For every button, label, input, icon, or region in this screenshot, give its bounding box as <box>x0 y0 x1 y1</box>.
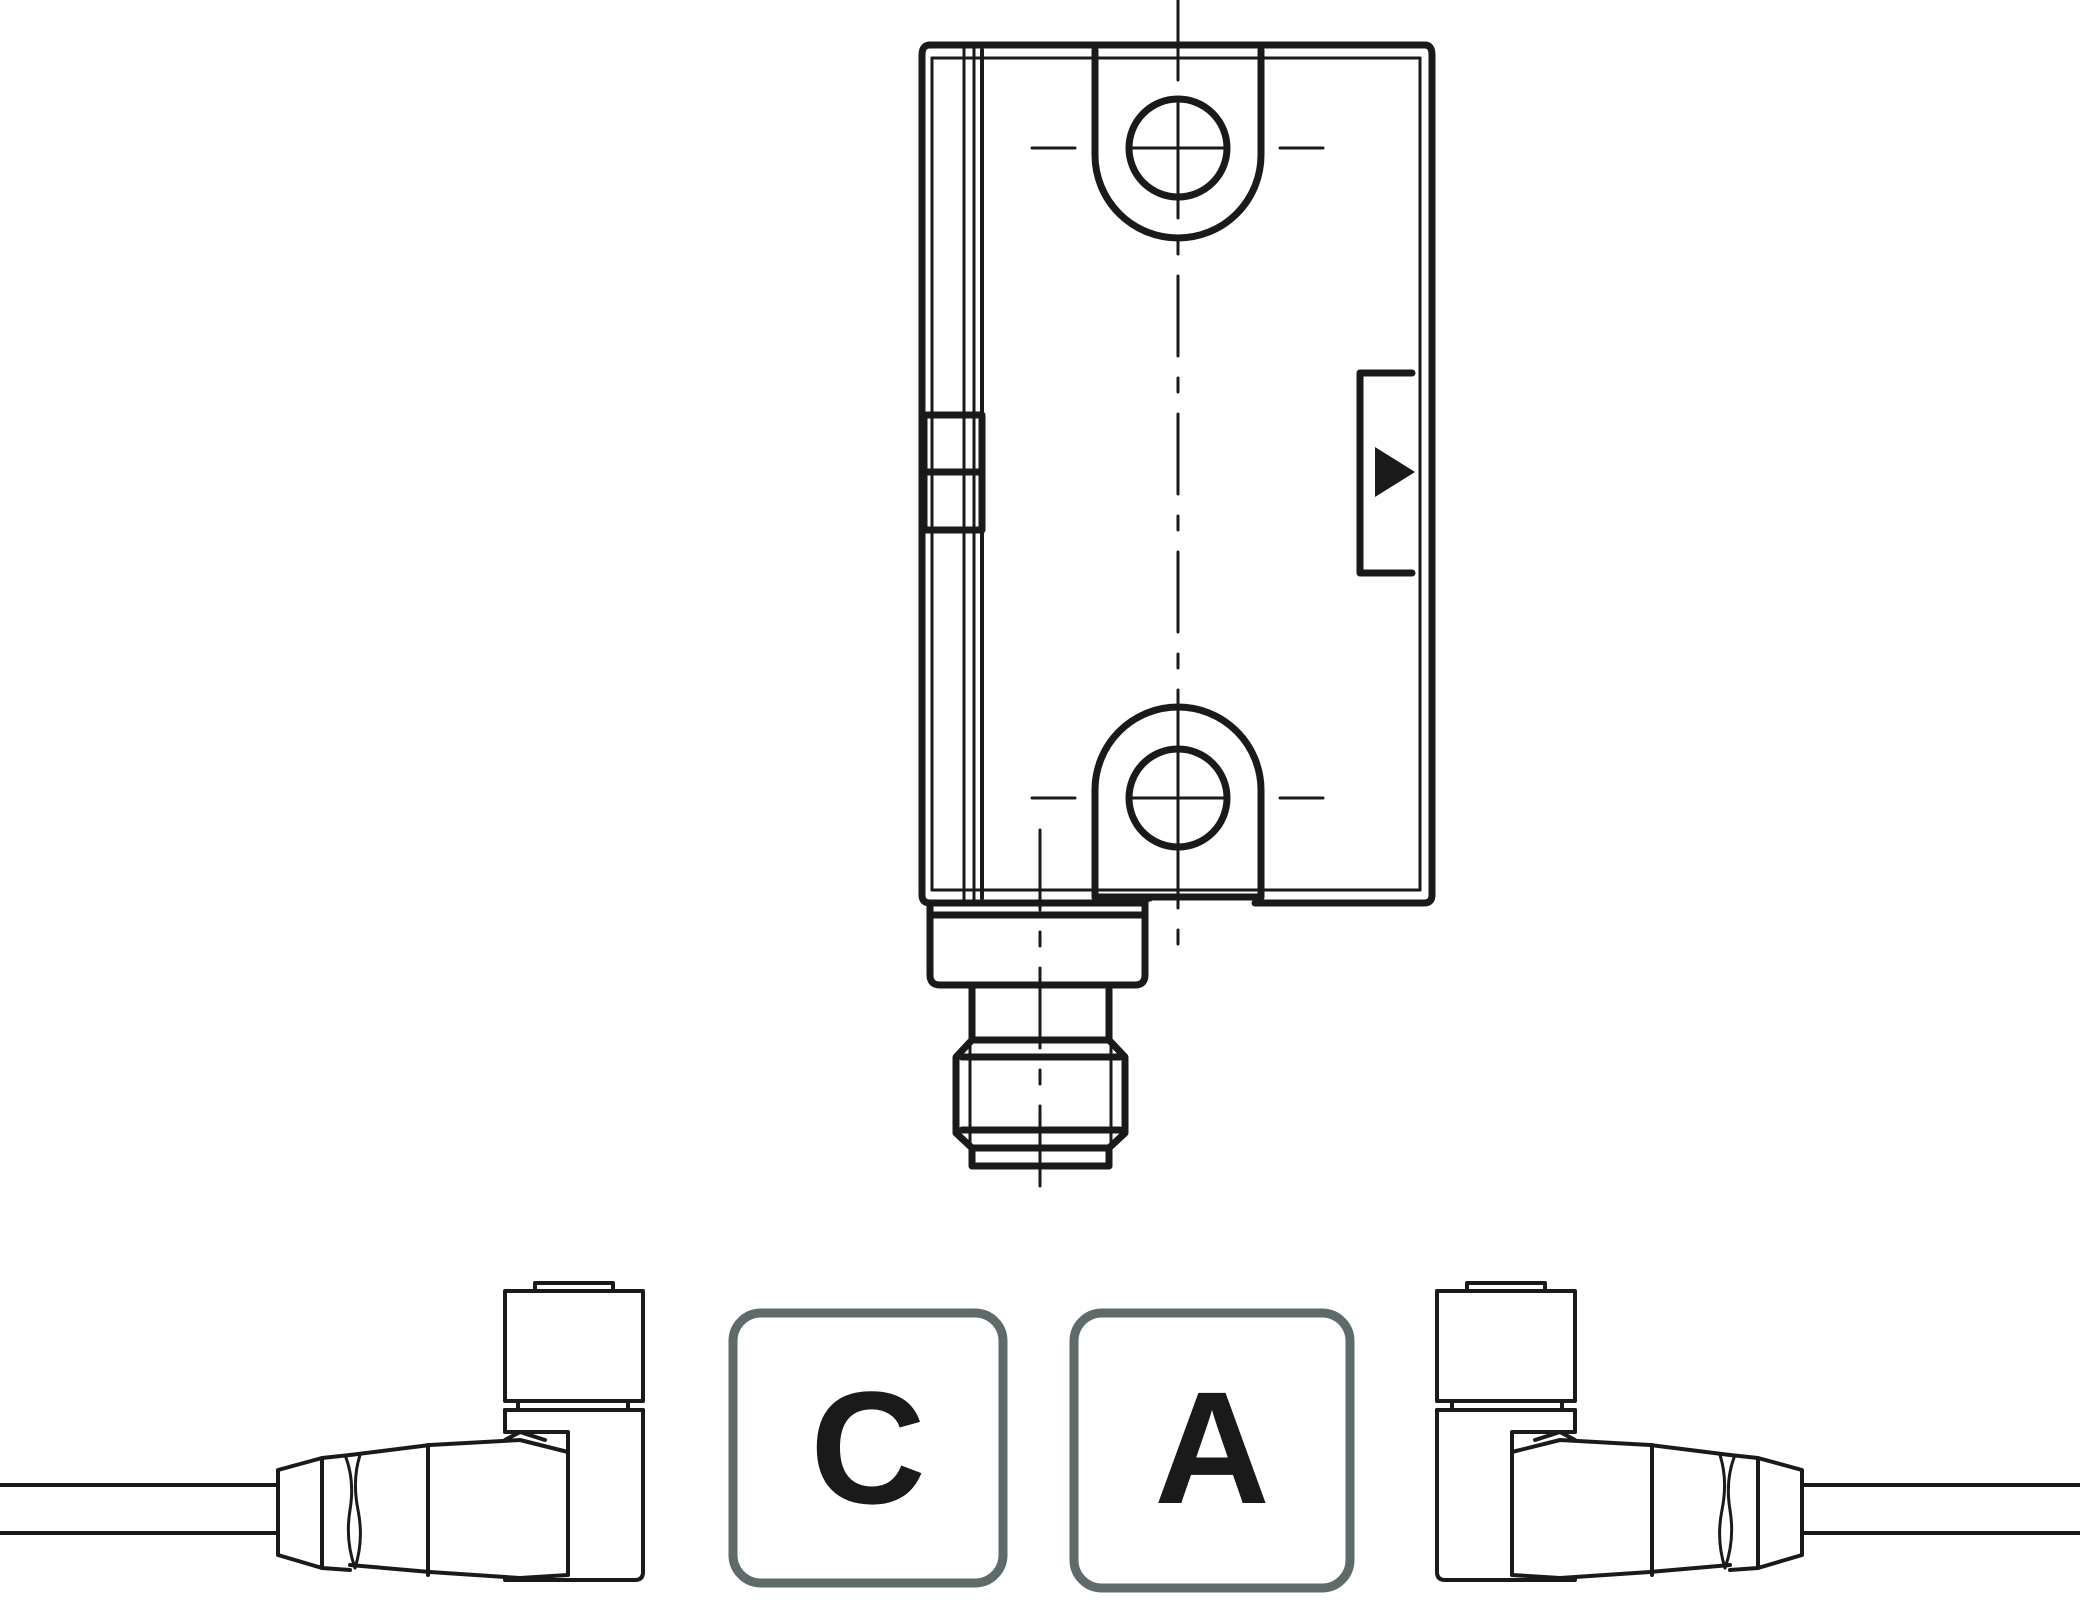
label-c: C <box>728 1308 1008 1588</box>
label-a-text: A <box>1154 1358 1270 1537</box>
m12-connector <box>926 828 1154 1207</box>
angled-connector-right <box>1435 1281 2080 1582</box>
angled-connector-left <box>0 1281 645 1582</box>
label-c-text: C <box>810 1358 926 1537</box>
direction-arrow-icon <box>1375 447 1415 497</box>
sensor-housing <box>918 41 1436 907</box>
label-a: A <box>1069 1308 1355 1593</box>
